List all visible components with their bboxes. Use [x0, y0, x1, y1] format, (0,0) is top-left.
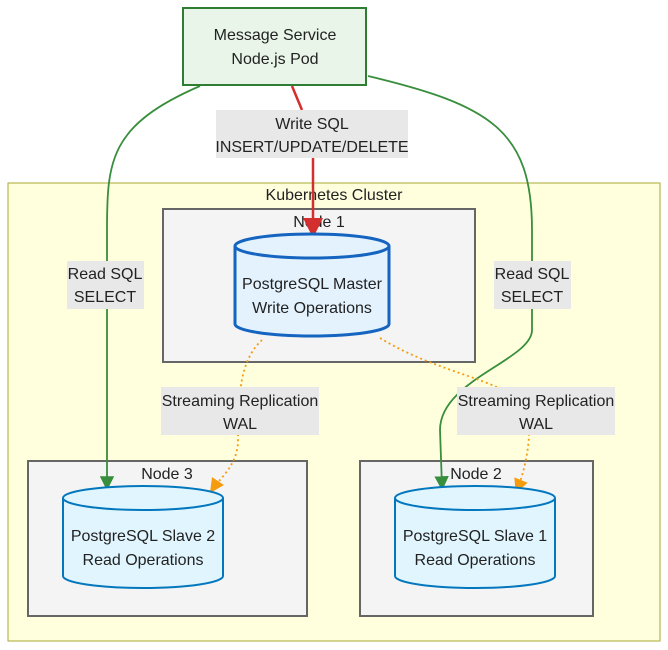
read-sql-label-right: Read SQL SELECT: [494, 261, 571, 309]
replication-label-left: Streaming Replication WAL: [161, 387, 319, 435]
read-sql-left-line2: SELECT: [74, 289, 136, 306]
slave-1-db-subtitle: Read Operations: [415, 552, 536, 569]
replication-label-right: Streaming Replication WAL: [457, 387, 615, 435]
service-title: Message Service: [214, 27, 337, 44]
master-db-title: PostgreSQL Master: [242, 276, 383, 293]
postgresql-slave-2-db: PostgreSQL Slave 2 Read Operations: [62, 485, 224, 589]
write-sql-label: Write SQL INSERT/UPDATE/DELETE: [215, 110, 409, 158]
replication-edge-right: [379, 337, 531, 494]
slave-2-db-subtitle: Read Operations: [83, 552, 204, 569]
postgresql-master-db: PostgreSQL Master Write Operations: [233, 232, 391, 338]
node-3-label: Node 3: [141, 466, 193, 483]
read-sql-left-line1: Read SQL: [68, 266, 143, 283]
replication-left-line2: WAL: [223, 416, 257, 433]
service-subtitle: Node.js Pod: [231, 51, 318, 68]
write-sql-label-line1: Write SQL: [275, 116, 349, 133]
read-sql-label-left: Read SQL SELECT: [67, 261, 144, 309]
cluster-label: Kubernetes Cluster: [266, 187, 404, 204]
read-sql-right-line2: SELECT: [501, 289, 563, 306]
slave-1-db-title: PostgreSQL Slave 1: [403, 528, 547, 545]
write-sql-edge: [290, 85, 313, 233]
write-sql-label-line2: INSERT/UPDATE/DELETE: [215, 139, 408, 156]
replication-edge-left: [210, 339, 263, 493]
message-service-node: Message Service Node.js Pod: [182, 7, 367, 86]
master-db-subtitle: Write Operations: [252, 300, 372, 317]
postgresql-slave-1-db: PostgreSQL Slave 1 Read Operations: [394, 485, 556, 589]
node-2-label: Node 2: [450, 466, 502, 483]
slave-2-db-title: PostgreSQL Slave 2: [71, 528, 215, 545]
read-sql-edge-left: [99, 85, 201, 491]
replication-left-line1: Streaming Replication: [162, 393, 319, 410]
read-sql-right-line1: Read SQL: [495, 266, 570, 283]
replication-right-line1: Streaming Replication: [458, 393, 615, 410]
replication-right-line2: WAL: [519, 416, 553, 433]
node-1-label: Node 1: [293, 214, 345, 231]
